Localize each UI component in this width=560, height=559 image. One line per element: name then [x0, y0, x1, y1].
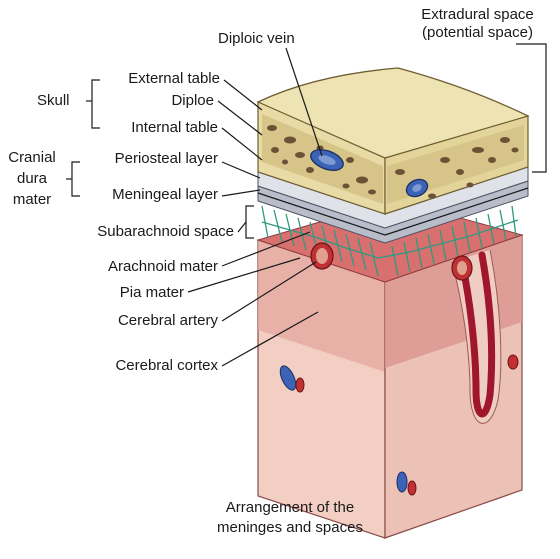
- leader-extradural-space: [516, 43, 547, 173]
- label-periosteal-layer: Periosteal layer: [114, 150, 218, 167]
- leader-subarachnoid: [237, 221, 247, 233]
- diploe-pores: [267, 125, 519, 199]
- label-cranial: Cranial: [8, 149, 56, 166]
- cortical-vessels: [279, 354, 519, 496]
- label-skull: Skull: [37, 92, 70, 109]
- label-dura: dura: [16, 170, 48, 187]
- dura-bracket: [71, 161, 80, 197]
- subarachnoid-bracket: [245, 205, 254, 239]
- skull-bracket: [91, 79, 100, 129]
- leader-periosteal: [221, 161, 261, 179]
- caption-line-1: Arrangement of the: [225, 499, 355, 516]
- cerebral-artery: [310, 242, 473, 281]
- label-internal-table: Internal table: [131, 119, 218, 136]
- label-subarachnoid-space: Subarachnoid space: [97, 223, 234, 240]
- leader-internal-table: [221, 127, 263, 161]
- caption-line-2: meninges and spaces: [217, 519, 363, 536]
- label-external-table: External table: [128, 70, 220, 87]
- label-arachnoid-mater: Arachnoid mater: [107, 258, 218, 275]
- label-cerebral-artery: Cerebral artery: [117, 312, 218, 329]
- label-diploe: Diploe: [171, 92, 214, 109]
- label-mater: mater: [12, 191, 52, 208]
- leader-arachnoid: [221, 231, 311, 267]
- label-cerebral-cortex: Cerebral cortex: [115, 357, 218, 374]
- label-extradural-space: Extradural space: [421, 6, 534, 23]
- leader-meningeal: [221, 189, 261, 197]
- leader-pia: [187, 257, 301, 293]
- leader-external-table: [223, 79, 263, 111]
- leader-lines: [66, 43, 547, 367]
- label-potential-space: (potential space): [422, 24, 533, 41]
- dura-mater-layers: [257, 166, 529, 244]
- leader-diploic-vein: [285, 47, 323, 157]
- leader-cerebral-cortex: [221, 311, 319, 367]
- leader-diploe: [217, 100, 263, 136]
- leader-cerebral-artery: [221, 261, 317, 322]
- cerebral-cortex-block: [256, 199, 524, 539]
- cortex-left-face-grey-matter: [258, 240, 385, 372]
- label-meningeal-layer: Meningeal layer: [112, 186, 218, 203]
- skull-block: [256, 67, 530, 215]
- sulcus-vessel: [458, 251, 496, 418]
- label-pia-mater: Pia mater: [119, 284, 184, 301]
- label-diploic-vein: Diploic vein: [218, 30, 295, 47]
